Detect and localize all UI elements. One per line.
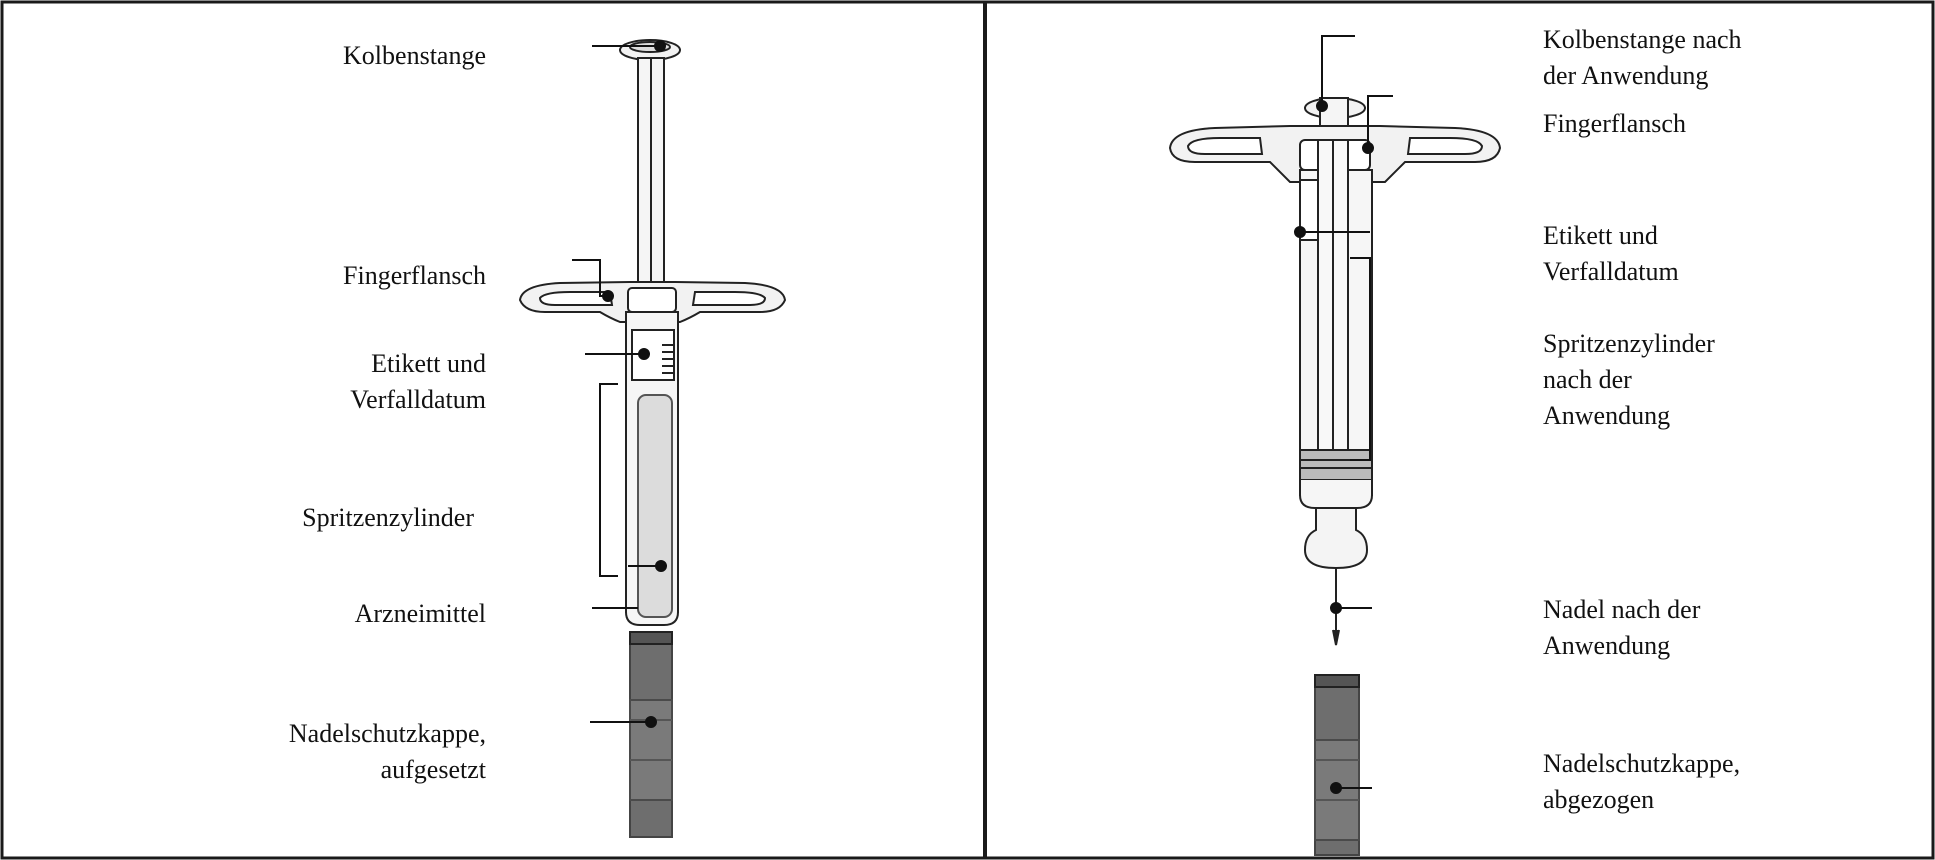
label-needle-cap-removed-line1: Nadelschutzkappe, [1543,749,1741,778]
right-syringe [1168,97,1502,856]
left-medicine [637,394,673,618]
label-finger-flange-right: Fingerflansch [1543,109,1686,138]
label-needle-cap-line2: aufgesetzt [380,755,486,784]
label-needle-after-line2: Anwendung [1543,631,1671,660]
label-plunger: Kolbenstange [343,41,486,70]
label-barrel-after-line3: Anwendung [1543,401,1671,430]
label-barrel: Spritzenzylinder [302,503,474,532]
label-etikett-line2: Verfalldatum [350,385,486,414]
label-needle-cap-removed-line2: abgezogen [1543,785,1655,814]
label-plunger-after-line1: Kolbenstange nach [1543,25,1742,54]
label-barrel-after-line2: nach der [1543,365,1632,394]
left-syringe [518,39,787,838]
right-nozzle [1303,507,1369,570]
left-leaders [572,40,667,728]
label-etikett-right-line1: Etikett und [1543,221,1658,250]
label-etikett-line1: Etikett und [371,349,486,378]
label-needle-cap-line1: Nadelschutzkappe, [288,719,486,748]
label-medicine: Arzneimittel [354,599,486,628]
label-plunger-after-line2: der Anwendung [1543,61,1709,90]
label-finger-flange: Fingerflansch [343,261,486,290]
label-needle-after-line1: Nadel nach der [1543,595,1701,624]
right-leaders [1294,35,1393,794]
label-barrel-after-line1: Spritzenzylinder [1543,329,1715,358]
label-etikett-right-line2: Verfalldatum [1543,257,1679,286]
